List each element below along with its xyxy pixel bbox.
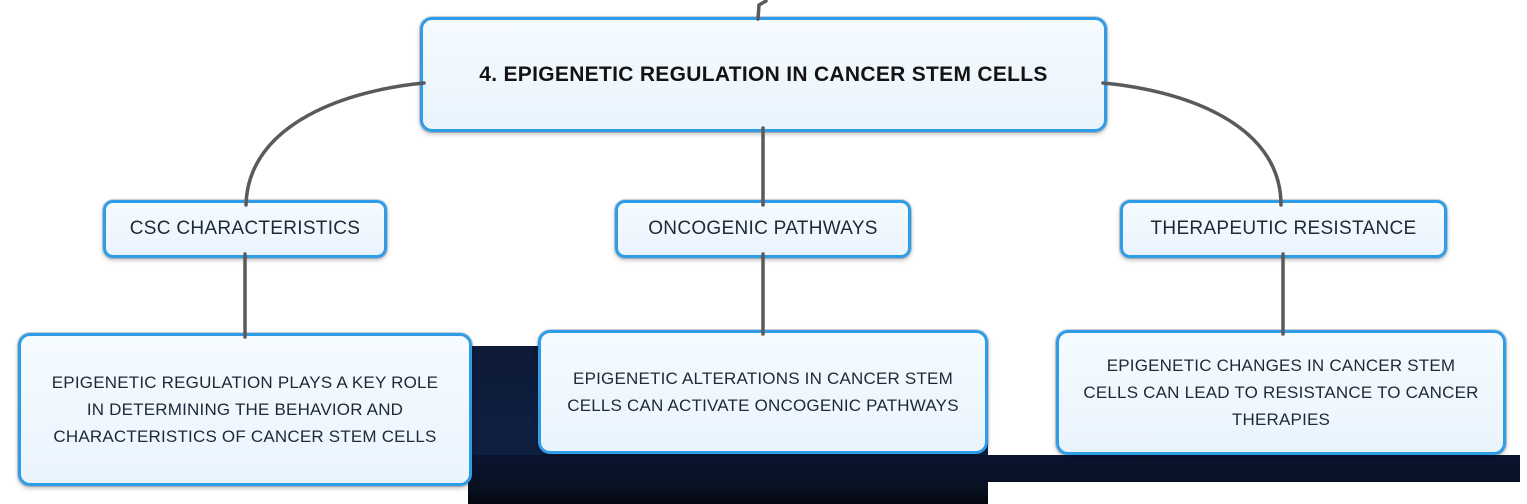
connector-root-branch3: [1101, 81, 1283, 207]
dark-background-band: [468, 455, 1520, 482]
branch-node-oncogenic-pathways[interactable]: ONCOGENIC PATHWAYS: [615, 200, 911, 258]
leaf-node-csc-characteristics-detail[interactable]: EPIGENETIC REGULATION PLAYS A KEY ROLE I…: [18, 333, 472, 486]
leaf-node-text: EPIGENETIC CHANGES IN CANCER STEM CELLS …: [1083, 356, 1479, 429]
connector-root-branch1: [244, 81, 426, 207]
leaf-node-oncogenic-pathways-detail[interactable]: EPIGENETIC ALTERATIONS IN CANCER STEM CE…: [538, 330, 988, 454]
branch-node-label: CSC CHARACTERISTICS: [129, 218, 361, 239]
root-node[interactable]: 4. EPIGENETIC REGULATION IN CANCER STEM …: [420, 17, 1107, 132]
leaf-node-text: EPIGENETIC ALTERATIONS IN CANCER STEM CE…: [567, 369, 959, 415]
branch-node-label: ONCOGENIC PATHWAYS: [648, 218, 878, 239]
leaf-node-therapeutic-resistance-detail[interactable]: EPIGENETIC CHANGES IN CANCER STEM CELLS …: [1056, 330, 1506, 455]
root-node-label: 4. EPIGENETIC REGULATION IN CANCER STEM …: [479, 62, 1048, 86]
branch-node-label: THERAPEUTIC RESISTANCE: [1150, 218, 1417, 239]
branch-node-csc-characteristics[interactable]: CSC CHARACTERISTICS: [103, 200, 387, 258]
branch-node-therapeutic-resistance[interactable]: THERAPEUTIC RESISTANCE: [1120, 200, 1447, 258]
leaf-node-text: EPIGENETIC REGULATION PLAYS A KEY ROLE I…: [51, 373, 439, 446]
